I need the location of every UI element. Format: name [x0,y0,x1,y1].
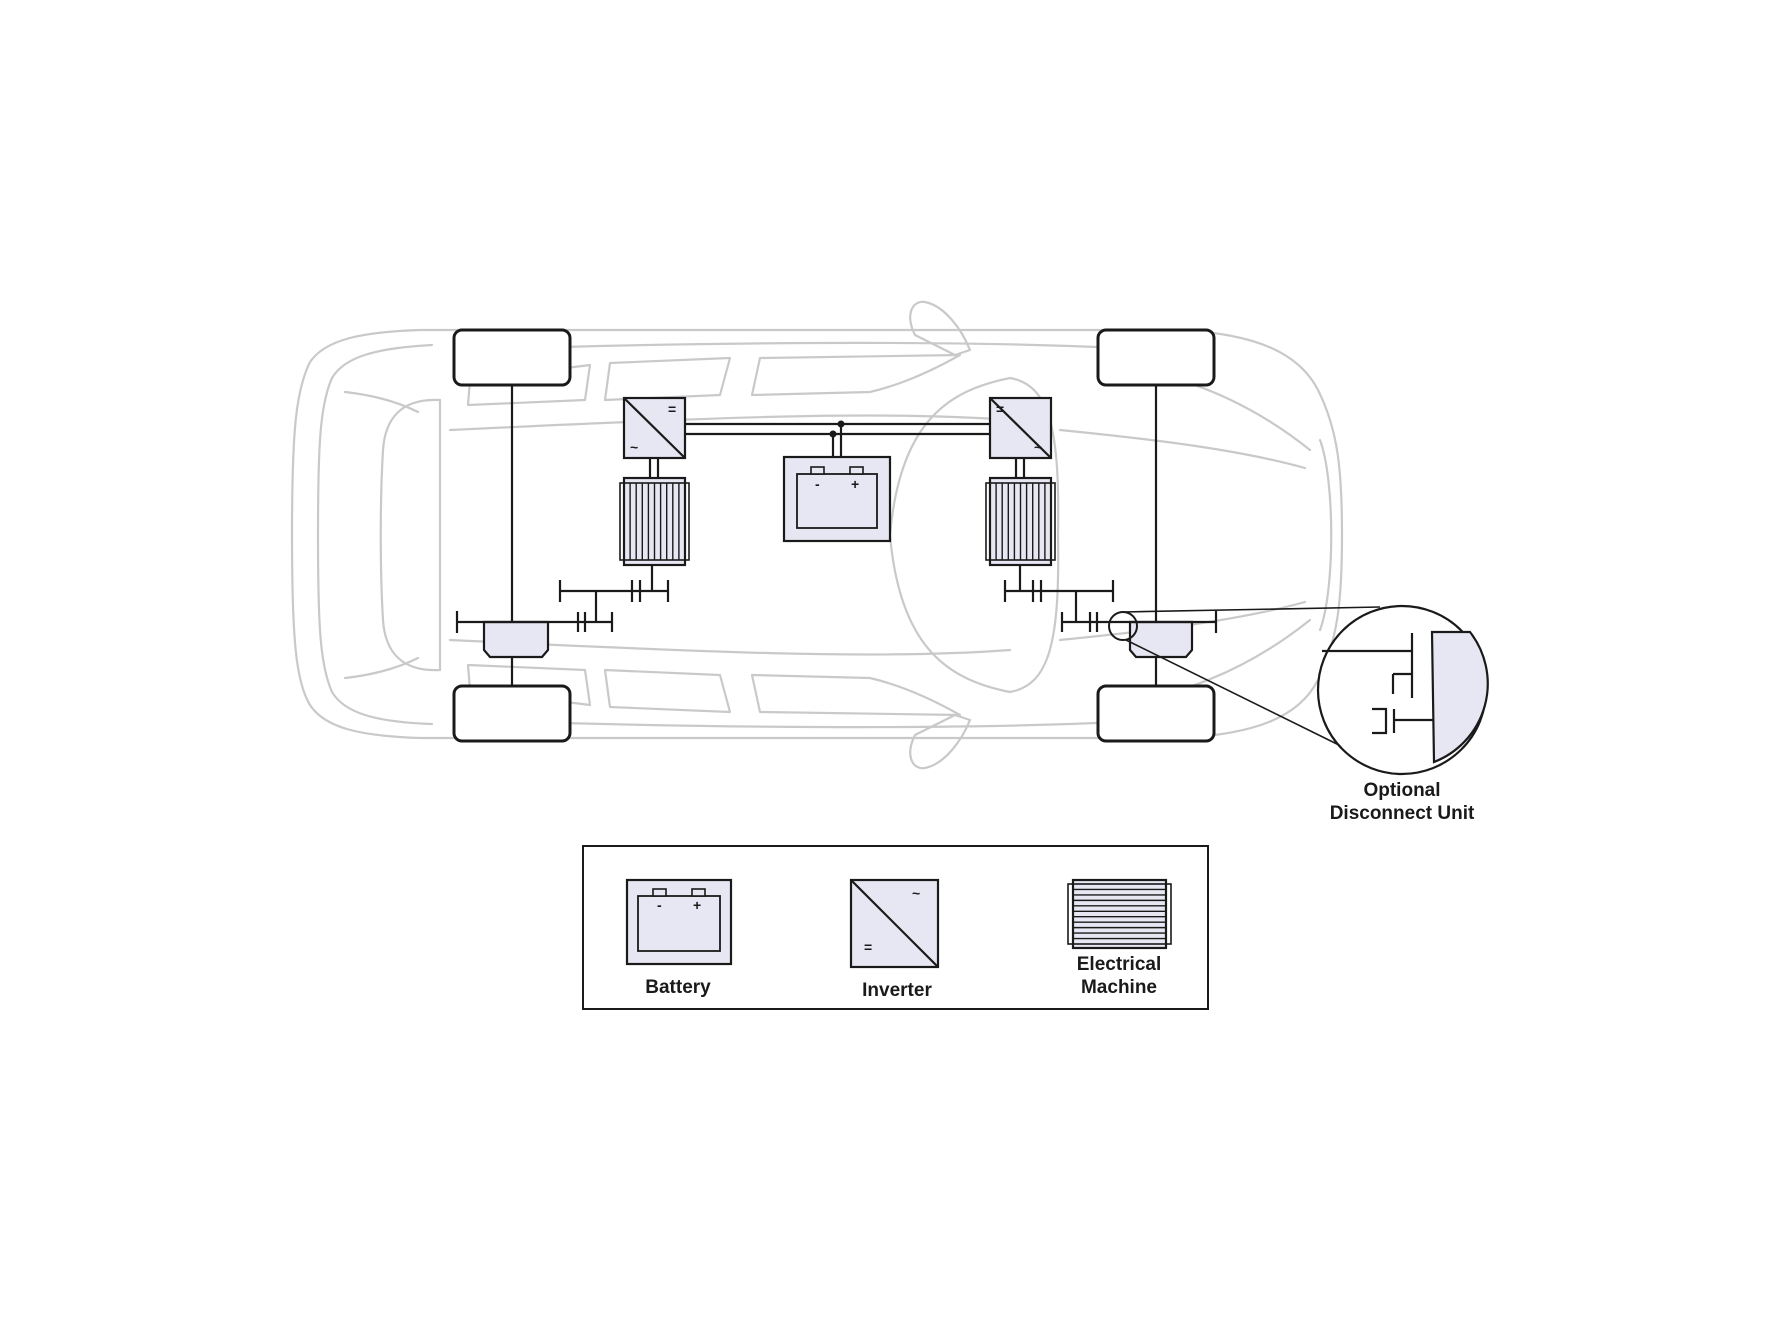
legend-inverter-label: Inverter [862,980,932,1001]
legend-inverter-dc: = [864,939,872,955]
disconnect-label-line1: Optional [1363,780,1440,801]
battery-plus: + [851,476,859,492]
legend-battery-minus: - [657,897,662,913]
disconnect-label-line2: Disconnect Unit [1330,803,1475,824]
disconnect-unit-callout [1108,604,1489,776]
rear-inverter-dc: = [668,401,676,417]
legend-inverter-symbol: ~ = [849,878,940,969]
car-body-outline [290,300,1344,770]
front-left-wheel [1096,328,1216,387]
bus-node [837,420,845,428]
rear-inverter: = ~ [622,396,687,478]
bus-node [829,430,837,438]
dc-bus [685,420,990,457]
legend-inverter-ac: ~ [912,885,920,901]
front-differential-group [1003,565,1218,659]
front-right-wheel [1096,684,1216,743]
rear-differential [482,620,550,659]
front-electrical-machine [985,476,1056,567]
rear-differential-group [455,565,670,659]
legend: - + Battery ~ = Inverter Electrical Mach… [582,845,1209,1010]
rear-left-wheel [452,328,572,387]
front-inverter-ac: ~ [1034,439,1042,455]
front-inverter-dc: = [996,401,1004,417]
battery: - + [782,455,892,543]
battery-minus: - [815,476,820,492]
front-inverter: = ~ [988,396,1053,478]
legend-battery-plus: + [693,897,701,913]
legend-battery-symbol: - + [625,878,733,966]
legend-machine-label-line2: Machine [1081,977,1157,998]
front-differential [1128,620,1194,659]
legend-machine-symbol [1067,878,1172,950]
legend-battery-label: Battery [645,977,711,998]
rear-electrical-machine [619,476,690,567]
legend-machine-label-line1: Electrical [1077,954,1162,975]
rear-right-wheel [452,684,572,743]
rear-inverter-ac: ~ [630,439,638,455]
